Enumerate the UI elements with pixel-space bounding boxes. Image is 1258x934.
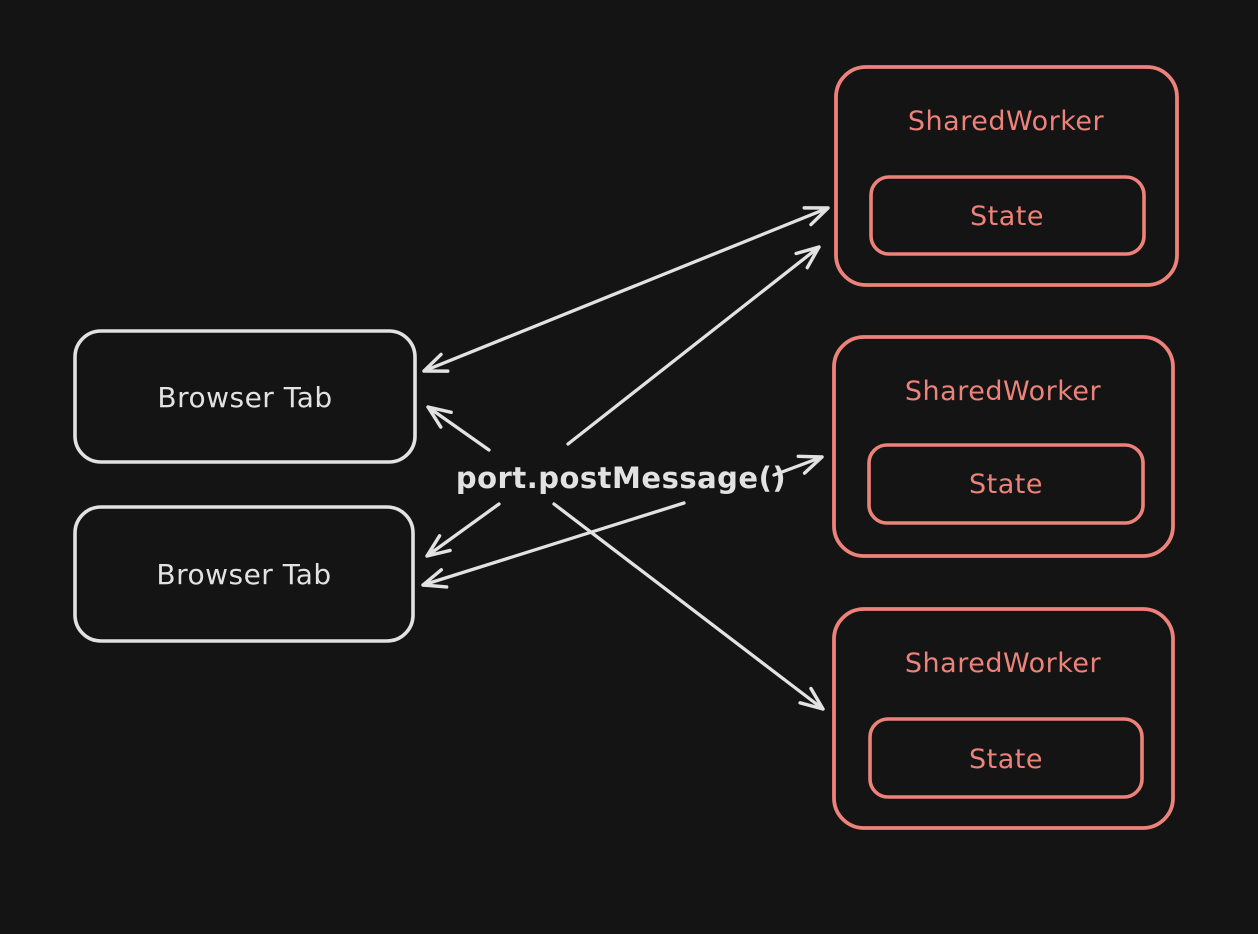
browser-tab-2-box xyxy=(73,505,415,643)
shared-worker-3-state-label: State xyxy=(969,744,1043,775)
shared-worker-3: SharedWorker State xyxy=(832,607,1175,830)
browser-tab-1-box xyxy=(73,329,417,464)
arrow-label-to-worker2 xyxy=(772,454,824,477)
shared-worker-1-state-label: State xyxy=(970,201,1044,232)
arrow-label-to-tab1 xyxy=(426,405,491,452)
shared-worker-1-state-box xyxy=(869,175,1146,256)
shared-worker-2-state-box xyxy=(867,443,1145,525)
shared-worker-2-label: SharedWorker xyxy=(905,376,1102,407)
browser-tab-2-label: Browser Tab xyxy=(156,558,331,591)
arrow-label-to-tab2-upper xyxy=(425,502,501,558)
browser-tab-1: Browser Tab xyxy=(73,329,417,464)
arrow-label-to-worker3 xyxy=(552,502,825,711)
shared-worker-1-label: SharedWorker xyxy=(908,106,1105,137)
arrow-label-to-worker1 xyxy=(566,245,821,446)
shared-worker-1-box xyxy=(834,65,1179,287)
arrow-tab1-worker1-bidirectional xyxy=(422,206,830,373)
shared-worker-3-box xyxy=(832,607,1175,830)
browser-tab-1-label: Browser Tab xyxy=(157,381,332,414)
port-postmessage-label: port.postMessage() xyxy=(456,461,786,495)
shared-worker-3-label: SharedWorker xyxy=(905,648,1102,679)
arrow-label-to-tab2-lower xyxy=(421,501,686,589)
browser-tab-2: Browser Tab xyxy=(73,505,415,643)
shared-worker-2-state-label: State xyxy=(969,469,1043,500)
shared-worker-3-state-box xyxy=(868,717,1144,799)
shared-worker-2: SharedWorker State xyxy=(832,335,1175,558)
shared-worker-2-box xyxy=(832,335,1175,558)
shared-worker-1: SharedWorker State xyxy=(834,65,1179,287)
